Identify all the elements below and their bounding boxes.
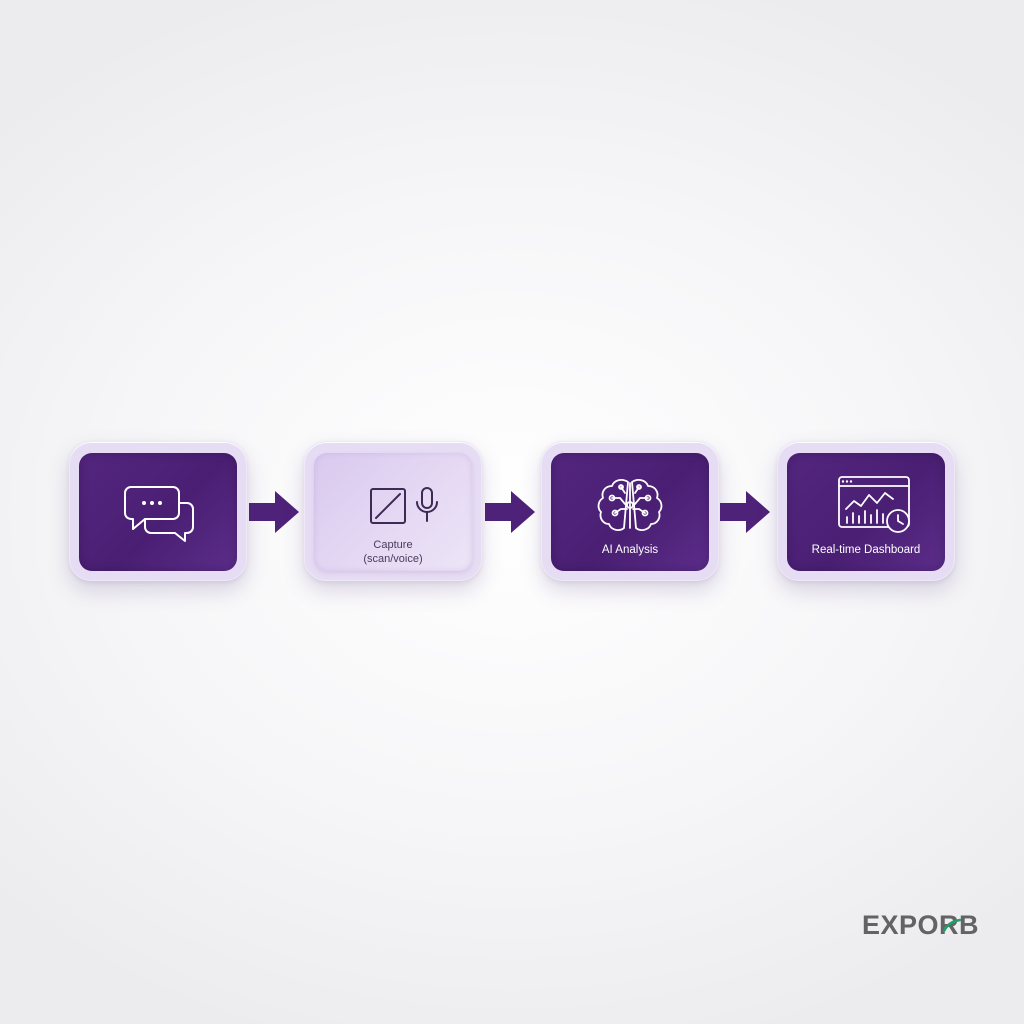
step-card-ai-analysis-inner: AI Analysis: [551, 453, 709, 571]
orb-swoosh-icon: [942, 918, 962, 933]
step-card-chat-inner: [79, 453, 237, 571]
step-label-capture-line1: Capture: [373, 539, 413, 551]
flow-arrow-1: [249, 491, 299, 533]
step-label-dashboard: Real-time Dashboard: [811, 544, 921, 556]
scan-and-microphone-icon: [370, 487, 438, 524]
step-card-capture: Capture (scan/voice): [304, 441, 482, 581]
dashboard-chart-clock-icon: [838, 476, 910, 533]
step-label-ai-analysis: AI Analysis: [601, 544, 659, 556]
step-card-dashboard: Real-time Dashboard: [777, 441, 955, 581]
step-card-ai-analysis: AI Analysis: [541, 441, 719, 581]
brand-logo-text: EXPORB: [862, 910, 980, 940]
step-label-capture-line2: (scan/voice): [363, 553, 423, 565]
chat-bubbles-icon: [124, 486, 194, 542]
step-card-capture-inner: Capture (scan/voice): [314, 453, 472, 571]
step-card-chat: [69, 441, 247, 581]
step-card-dashboard-inner: Real-time Dashboard: [787, 453, 945, 571]
flow-arrow-3: [720, 491, 770, 533]
flow-arrow-2: [485, 491, 535, 533]
brain-circuit-icon: [597, 479, 663, 531]
